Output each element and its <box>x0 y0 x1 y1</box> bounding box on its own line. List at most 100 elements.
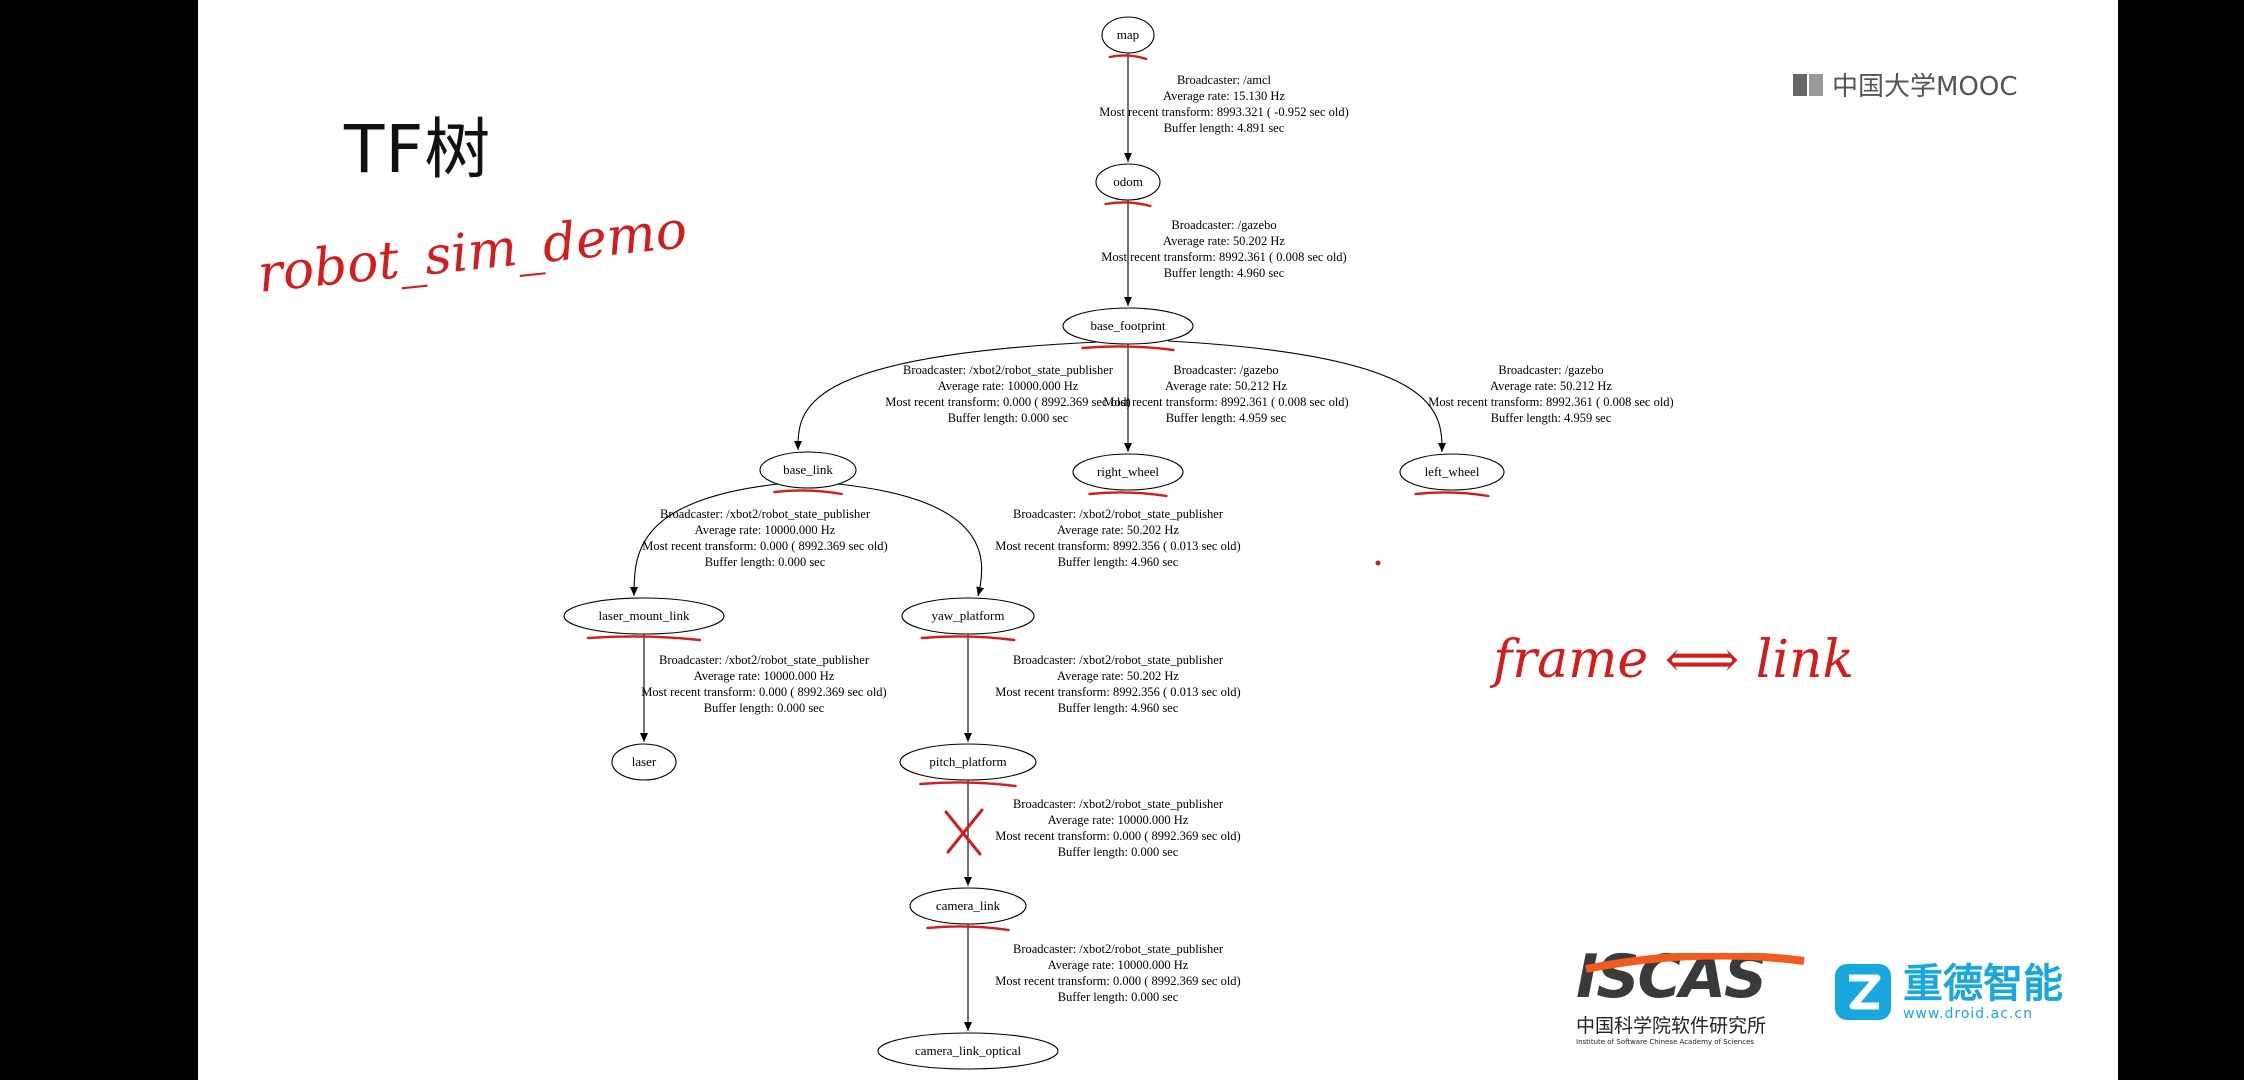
node-label: pitch_platform <box>929 754 1006 769</box>
edge-label-line: Broadcaster: /amcl <box>1177 73 1272 87</box>
node-ellipse <box>1062 307 1194 345</box>
handwritten-frame-link-note: frame ⟺ link <box>1493 630 1855 690</box>
edge-label-line: Broadcaster: /xbot2/robot_state_publishe… <box>1013 507 1224 521</box>
edge-label-line: Most recent transform: 8992.356 ( 0.013 … <box>995 539 1240 553</box>
edge-laser_mount_link-laser: Broadcaster: /xbot2/robot_state_publishe… <box>640 634 887 742</box>
node-ellipse <box>759 451 857 489</box>
edge-label-line: Buffer length: 4.959 sec <box>1166 411 1287 425</box>
node-ellipse <box>899 743 1037 781</box>
underline-laser_mount_link <box>586 635 702 642</box>
edge-label: Broadcaster: /xbot2/robot_state_publishe… <box>641 653 886 715</box>
red-cross-mark <box>944 808 984 856</box>
edge-label: Broadcaster: /xbot2/robot_state_publishe… <box>995 653 1240 715</box>
mooc-logo: 中国大学MOOC <box>1792 66 2018 103</box>
mooc-text: 中国大学MOOC <box>1832 72 2018 102</box>
edge-label-line: Broadcaster: /gazebo <box>1498 363 1603 377</box>
node-laser[interactable]: laser <box>611 743 677 781</box>
edge-label-line: Most recent transform: 8992.361 ( 0.008 … <box>1103 395 1348 409</box>
underline-base_footprint <box>1081 345 1175 352</box>
node-left_wheel[interactable]: left_wheel <box>1399 453 1505 491</box>
node-camera_link[interactable]: camera_link <box>909 887 1027 925</box>
node-label: laser_mount_link <box>599 608 690 623</box>
edge-label-line: Buffer length: 4.960 sec <box>1058 701 1179 715</box>
node-ellipse <box>1101 16 1155 54</box>
underline-yaw_platform <box>920 635 1016 642</box>
slide-title: TF树 <box>344 111 492 188</box>
node-base_link[interactable]: base_link <box>759 451 857 489</box>
edge-label-line: Average rate: 10000.000 Hz <box>938 379 1079 393</box>
droid-logo: 重德智能 www.droid.ac.cn <box>1833 962 2063 1022</box>
edge-arrow <box>630 483 779 597</box>
red-dot-mark <box>1375 560 1381 566</box>
edge-arrow <box>837 483 985 597</box>
edge-label-line: Broadcaster: /xbot2/robot_state_publishe… <box>659 653 870 667</box>
node-yaw_platform[interactable]: yaw_platform <box>901 597 1035 635</box>
edge-camera_link-camera_link_optical: Broadcaster: /xbot2/robot_state_publishe… <box>964 924 1241 1031</box>
edge-label-line: Buffer length: 0.000 sec <box>705 555 826 569</box>
edge-label-line: Most recent transform: 0.000 ( 8992.369 … <box>995 974 1240 988</box>
droid-url: www.droid.ac.cn <box>1903 1006 2033 1022</box>
edge-base_footprint-base_link: Broadcaster: /xbot2/robot_state_publishe… <box>794 341 1131 451</box>
node-label: camera_link_optical <box>915 1043 1022 1058</box>
edge-label-line: Most recent transform: 0.000 ( 8992.369 … <box>885 395 1130 409</box>
edge-label-line: Buffer length: 0.000 sec <box>948 411 1069 425</box>
edge-label-line: Most recent transform: 8993.321 ( -0.952… <box>1099 105 1349 119</box>
node-label: base_link <box>783 462 833 477</box>
node-label: laser <box>632 754 657 769</box>
edge-label-line: Broadcaster: /xbot2/robot_state_publishe… <box>903 363 1114 377</box>
edge-label-line: Average rate: 50.202 Hz <box>1057 523 1179 537</box>
edge-label-line: Most recent transform: 8992.361 ( 0.008 … <box>1428 395 1673 409</box>
edge-label-line: Average rate: 10000.000 Hz <box>694 669 835 683</box>
node-label: right_wheel <box>1097 464 1159 479</box>
node-ellipse <box>1072 453 1184 491</box>
edge-arrow <box>1167 340 1446 453</box>
node-map[interactable]: map <box>1101 16 1155 54</box>
edge-label-line: Buffer length: 4.891 sec <box>1164 121 1285 135</box>
node-ellipse <box>1095 163 1161 201</box>
edge-base_link-yaw_platform: Broadcaster: /xbot2/robot_state_publishe… <box>837 483 1241 597</box>
underline-camera_link <box>926 925 1010 932</box>
node-ellipse <box>1399 453 1505 491</box>
underline-left_wheel <box>1414 491 1490 498</box>
node-label: left_wheel <box>1425 464 1480 479</box>
edge-label-line: Average rate: 15.130 Hz <box>1163 89 1285 103</box>
edge-label-line: Average rate: 50.202 Hz <box>1163 234 1285 248</box>
edge-label-line: Most recent transform: 8992.356 ( 0.013 … <box>995 685 1240 699</box>
node-odom[interactable]: odom <box>1095 163 1161 201</box>
node-laser_mount_link[interactable]: laser_mount_link <box>563 597 725 635</box>
edge-label: Broadcaster: /xbot2/robot_state_publishe… <box>995 507 1240 569</box>
node-base_footprint[interactable]: base_footprint <box>1062 307 1194 345</box>
edge-label-line: Broadcaster: /xbot2/robot_state_publishe… <box>1013 653 1224 667</box>
edge-label-line: Buffer length: 0.000 sec <box>704 701 825 715</box>
underline-odom <box>1104 201 1152 208</box>
edge-base_link-laser_mount_link: Broadcaster: /xbot2/robot_state_publishe… <box>630 483 888 597</box>
edge-label-line: Broadcaster: /gazebo <box>1173 363 1278 377</box>
node-right_wheel[interactable]: right_wheel <box>1072 453 1184 491</box>
edge-label-line: Average rate: 50.212 Hz <box>1165 379 1287 393</box>
edge-label-line: Most recent transform: 0.000 ( 8992.369 … <box>642 539 887 553</box>
mooc-icon <box>1793 73 1823 96</box>
edge-label-line: Broadcaster: /xbot2/robot_state_publishe… <box>660 507 871 521</box>
node-label: odom <box>1113 174 1143 189</box>
edge-label-line: Buffer length: 4.960 sec <box>1058 555 1179 569</box>
node-label: yaw_platform <box>932 608 1005 623</box>
underline-pitch_platform <box>919 781 1017 788</box>
edge-label-line: Average rate: 50.202 Hz <box>1057 669 1179 683</box>
iscas-chinese-name: 中国科学院软件研究所 <box>1576 1015 1767 1037</box>
node-pitch_platform[interactable]: pitch_platform <box>899 743 1037 781</box>
node-camera_link_optical[interactable]: camera_link_optical <box>877 1032 1059 1070</box>
underline-right_wheel <box>1088 491 1168 498</box>
node-ellipse <box>877 1032 1059 1070</box>
edge-label-line: Average rate: 10000.000 Hz <box>1048 958 1189 972</box>
underline-base_link <box>773 489 843 496</box>
edge-label: Broadcaster: /xbot2/robot_state_publishe… <box>995 797 1240 859</box>
node-label: base_footprint <box>1090 318 1165 333</box>
edge-label: Broadcaster: /xbot2/robot_state_publishe… <box>885 363 1130 425</box>
